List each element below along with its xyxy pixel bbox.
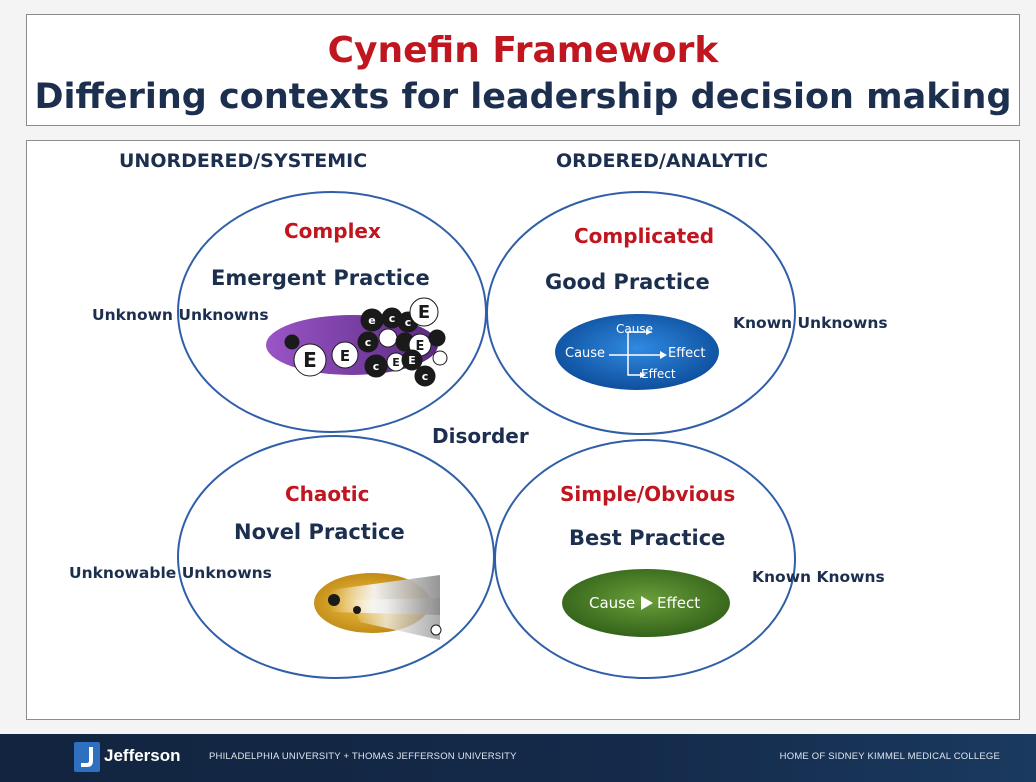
svg-text:E: E [416, 339, 425, 354]
complex-domain-label: Complex [284, 219, 381, 243]
chaotic-circle [177, 435, 495, 679]
simple-cause: Cause [589, 594, 636, 612]
complicated-cause-top: Cause [616, 322, 653, 336]
complicated-effect-bottom: Effect [641, 367, 676, 381]
footer-right-text: HOME OF SIDNEY KIMMEL MEDICAL COLLEGE [779, 751, 1000, 762]
diagram-box [26, 140, 1020, 720]
svg-text:c: c [389, 312, 396, 325]
slide-subtitle: Differing contexts for leadership decisi… [34, 77, 1012, 117]
svg-text:E: E [340, 347, 350, 365]
svg-text:E: E [392, 356, 400, 369]
footer-tagline: PHILADELPHIA UNIVERSITY + THOMAS JEFFERS… [209, 751, 517, 762]
complicated-cause-left: Cause [565, 346, 606, 361]
svg-text:c: c [365, 336, 372, 349]
ordered-header: ORDERED/ANALYTIC [556, 150, 769, 172]
slide-title: Cynefin Framework [327, 30, 719, 71]
svg-text:e: e [368, 314, 375, 327]
jefferson-brand: Jefferson [104, 746, 181, 765]
simple-side-label: Known Knowns [752, 568, 885, 586]
simple-effect: Effect [657, 594, 701, 612]
jefferson-logo-icon [74, 742, 100, 772]
chaotic-illustration [314, 573, 442, 640]
complicated-domain-label: Complicated [574, 224, 715, 248]
svg-text:E: E [418, 302, 430, 323]
svg-text:E: E [303, 348, 317, 372]
svg-text:c: c [373, 360, 380, 373]
chaotic-domain-label: Chaotic [285, 482, 370, 506]
complicated-circle [486, 191, 796, 435]
complicated-side-label: Known Unknowns [733, 314, 888, 332]
simple-domain-label: Simple/Obvious [560, 482, 736, 506]
complicated-practice-label: Good Practice [545, 270, 710, 294]
complicated-effect-right: Effect [668, 346, 706, 361]
disorder-label: Disorder [432, 424, 529, 448]
complex-practice-label: Emergent Practice [211, 266, 430, 290]
footer-bar: Jefferson PHILADELPHIA UNIVERSITY + THOM… [0, 734, 1036, 782]
complex-illustration: E E E e c c c E c E E c [266, 297, 448, 387]
complicated-illustration [555, 314, 719, 390]
title-box: Cynefin Framework Differing contexts for… [26, 14, 1020, 126]
chaotic-practice-label: Novel Practice [234, 520, 405, 544]
simple-practice-label: Best Practice [569, 526, 726, 550]
complex-circle [177, 191, 487, 433]
chaotic-side-label: Unknowable Unknowns [69, 564, 272, 582]
complex-side-label: Unknown Unknowns [92, 306, 269, 324]
svg-text:c: c [422, 370, 429, 383]
simple-illustration [562, 569, 730, 637]
simple-circle [494, 439, 796, 679]
svg-text:E: E [408, 354, 416, 367]
unordered-header: UNORDERED/SYSTEMIC [119, 150, 368, 172]
svg-text:c: c [405, 316, 412, 329]
